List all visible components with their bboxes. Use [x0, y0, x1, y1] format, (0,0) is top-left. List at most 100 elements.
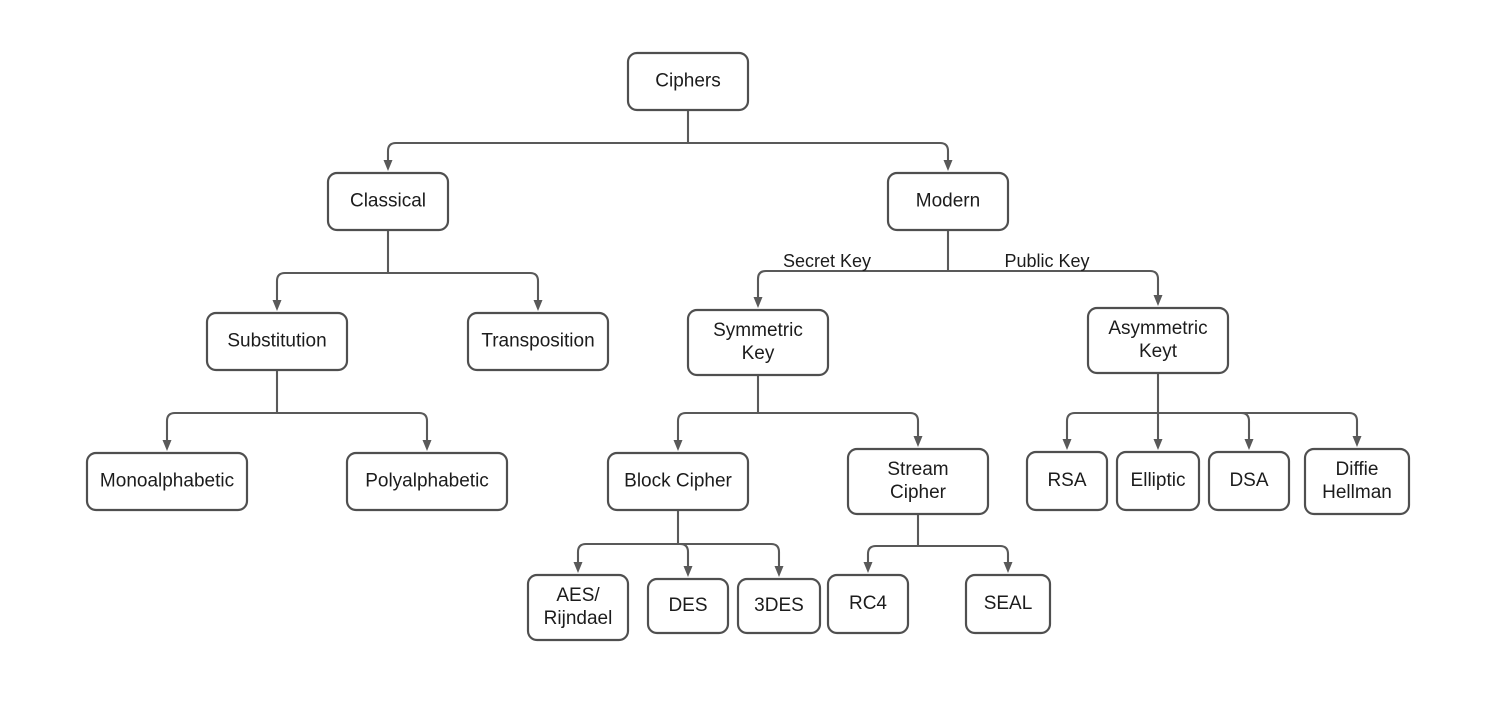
node-label-modern: Modern [916, 191, 980, 212]
node-box-symmetric[interactable] [686, 308, 830, 377]
node-label-dsa: DSA [1229, 470, 1268, 491]
arrowhead-e-classical-sub [272, 300, 282, 311]
node-label-symmetric: Key [742, 343, 775, 364]
node-label-aes: Rijndael [544, 608, 613, 629]
node-classical[interactable]: Classical [326, 171, 450, 232]
arrowhead-e-sym-stream [913, 436, 923, 447]
node-label-stream: Cipher [890, 482, 947, 503]
edge-e-block-aes [576, 542, 678, 562]
node-transposition[interactable]: Transposition [466, 311, 610, 372]
node-label-diffie: Hellman [1322, 482, 1392, 503]
node-label-transposition: Transposition [481, 331, 594, 352]
node-label-block: Block Cipher [624, 471, 732, 492]
node-des[interactable]: DES [646, 577, 730, 635]
edge-e-classical-sub [275, 271, 388, 300]
node-aes[interactable]: AES/Rijndael [526, 573, 630, 642]
node-label-asymmetric: Keyt [1139, 341, 1178, 362]
node-box-aes[interactable] [526, 573, 630, 642]
node-box-polyalphabetic[interactable] [345, 451, 509, 512]
node-box-transposition[interactable] [466, 311, 610, 372]
node-label-monoalphabetic: Monoalphabetic [100, 471, 234, 492]
edge-e-sym-block [676, 411, 758, 440]
edge-e-sub-mono [165, 411, 277, 440]
node-modern[interactable]: Modern [886, 171, 1010, 232]
node-monoalphabetic[interactable]: Monoalphabetic [85, 451, 249, 512]
edge-e-modern-symmetric [756, 269, 948, 297]
arrowhead-e-ciphers-classical [383, 160, 393, 171]
arrowhead-e-stream-rc4 [863, 562, 873, 573]
edge-e-block-3des [678, 542, 781, 566]
arrowhead-e-block-3des [774, 566, 784, 577]
node-box-rc4[interactable] [826, 573, 910, 635]
node-box-diffie[interactable] [1303, 447, 1411, 516]
node-polyalphabetic[interactable]: Polyalphabetic [345, 451, 509, 512]
node-label-aes: AES/ [556, 585, 600, 606]
node-box-seal[interactable] [964, 573, 1052, 635]
node-box-ciphers[interactable] [626, 51, 750, 112]
node-box-3des[interactable] [736, 577, 822, 635]
node-rc4[interactable]: RC4 [826, 573, 910, 635]
node-label-des: DES [668, 595, 707, 616]
node-box-des[interactable] [646, 577, 730, 635]
node-box-classical[interactable] [326, 171, 450, 232]
arrowhead-e-sym-block [673, 440, 683, 451]
arrowhead-e-asym-diffie [1352, 436, 1362, 447]
edge-e-asym-diffie [1158, 411, 1359, 436]
edge-labels-layer: Secret Key Public Key [783, 251, 1090, 271]
node-label-substitution: Substitution [227, 331, 326, 352]
arrowhead-e-block-aes [573, 562, 583, 573]
node-box-block[interactable] [606, 451, 750, 512]
secret-key-label: Secret Key [783, 251, 871, 271]
node-label-rc4: RC4 [849, 593, 887, 614]
edge-e-classical-trans [388, 271, 540, 300]
node-label-3des: 3DES [754, 595, 804, 616]
arrowhead-e-sub-mono [162, 440, 172, 451]
arrowhead-e-ciphers-modern [943, 160, 953, 171]
node-elliptic[interactable]: Elliptic [1115, 450, 1201, 512]
arrowhead-e-stream-seal [1003, 562, 1013, 573]
node-label-elliptic: Elliptic [1131, 470, 1186, 491]
node-label-polyalphabetic: Polyalphabetic [365, 471, 489, 492]
node-label-seal: SEAL [984, 593, 1033, 614]
node-box-monoalphabetic[interactable] [85, 451, 249, 512]
node-3des[interactable]: 3DES [736, 577, 822, 635]
edge-e-stream-seal [918, 544, 1010, 562]
arrowhead-e-modern-symmetric [753, 297, 763, 308]
edge-e-asym-dsa [1158, 411, 1251, 439]
public-key-label: Public Key [1004, 251, 1089, 271]
edge-e-block-des [678, 542, 690, 566]
node-box-modern[interactable] [886, 171, 1010, 232]
edge-e-modern-asymmetric [948, 269, 1160, 295]
node-block[interactable]: Block Cipher [606, 451, 750, 512]
arrowhead-e-classical-trans [533, 300, 543, 311]
node-rsa[interactable]: RSA [1025, 450, 1109, 512]
edge-e-ciphers-classical [386, 141, 688, 160]
node-label-diffie: Diffie [1336, 459, 1379, 480]
node-dsa[interactable]: DSA [1207, 450, 1291, 512]
node-seal[interactable]: SEAL [964, 573, 1052, 635]
edge-e-stream-rc4 [866, 544, 918, 562]
node-box-dsa[interactable] [1207, 450, 1291, 512]
node-box-asymmetric[interactable] [1086, 306, 1230, 375]
edges-layer [162, 110, 1362, 577]
node-label-asymmetric: Asymmetric [1108, 318, 1207, 339]
node-label-symmetric: Symmetric [713, 320, 803, 341]
node-label-stream: Stream [887, 459, 948, 480]
node-box-stream[interactable] [846, 447, 990, 516]
node-ciphers[interactable]: Ciphers [626, 51, 750, 112]
node-substitution[interactable]: Substitution [205, 311, 349, 372]
arrowhead-e-sub-poly [422, 440, 432, 451]
arrowhead-e-asym-dsa [1244, 439, 1254, 450]
node-label-ciphers: Ciphers [655, 71, 720, 92]
edge-e-sub-poly [277, 411, 429, 440]
arrowhead-e-modern-asymmetric [1153, 295, 1163, 306]
node-box-rsa[interactable] [1025, 450, 1109, 512]
edge-e-asym-rsa [1065, 411, 1158, 439]
node-box-elliptic[interactable] [1115, 450, 1201, 512]
node-box-substitution[interactable] [205, 311, 349, 372]
